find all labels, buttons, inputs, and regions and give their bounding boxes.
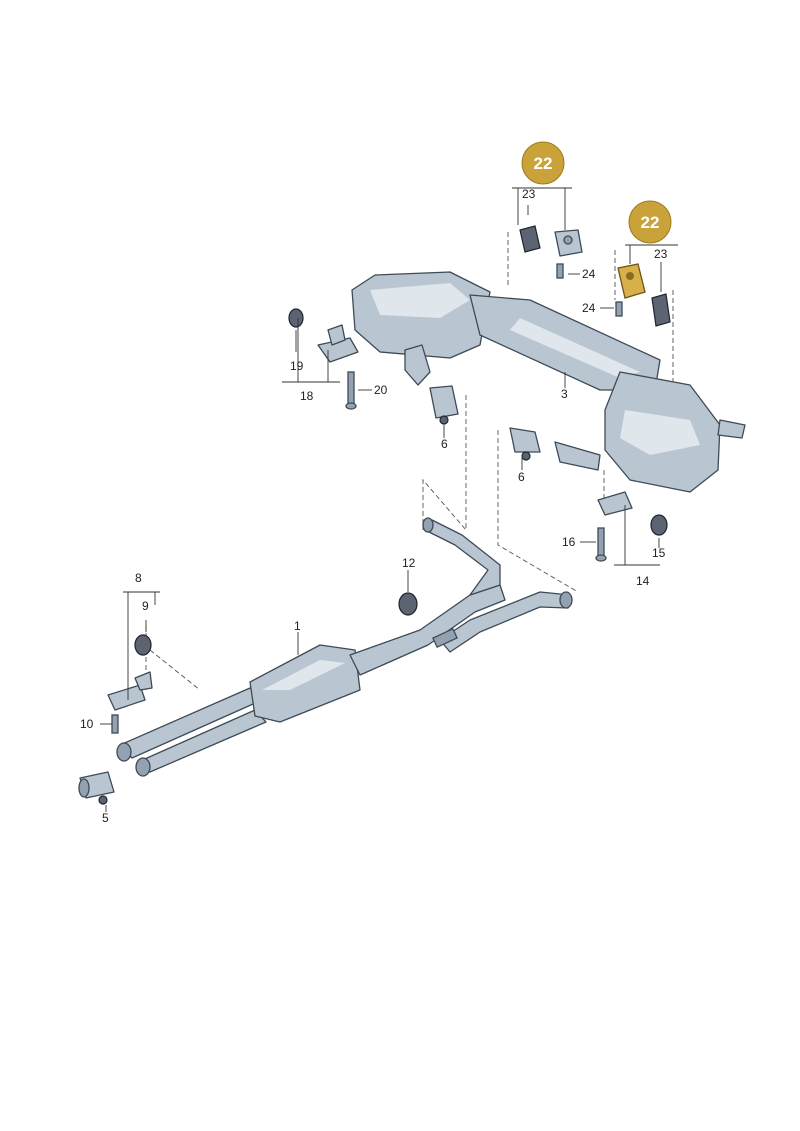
label-6-left: 6 bbox=[441, 437, 448, 451]
label-9: 9 bbox=[142, 599, 149, 613]
label-19: 19 bbox=[290, 359, 304, 373]
mount-rubber-23-left bbox=[519, 225, 541, 253]
label-20: 20 bbox=[374, 383, 388, 397]
assembly-guides bbox=[145, 232, 674, 691]
mount-rubber-23-right bbox=[651, 293, 671, 327]
label-16: 16 bbox=[562, 535, 576, 549]
label-6-right: 6 bbox=[518, 470, 525, 484]
label-1: 1 bbox=[294, 619, 301, 633]
bolt-16 bbox=[595, 527, 607, 562]
badge-22-right: 22 bbox=[628, 200, 672, 244]
label-12: 12 bbox=[402, 556, 416, 570]
label-23-left: 23 bbox=[522, 187, 536, 201]
badge-22-top: 22 bbox=[521, 141, 565, 185]
mount-rubber-9 bbox=[134, 634, 152, 656]
mount-rubber-15 bbox=[650, 514, 668, 536]
bracket-14 bbox=[597, 491, 633, 516]
label-5: 5 bbox=[102, 811, 109, 825]
bolt-24-left bbox=[556, 263, 564, 279]
bolt-20 bbox=[345, 371, 357, 410]
bolt-10 bbox=[111, 714, 119, 734]
label-15: 15 bbox=[652, 546, 666, 560]
hanger-bracket-highlighted bbox=[617, 263, 646, 299]
clamp-6-right bbox=[509, 427, 541, 461]
mount-rubber-19 bbox=[288, 308, 304, 328]
label-24-right: 24 bbox=[582, 301, 596, 315]
label-10: 10 bbox=[80, 717, 94, 731]
bolt-24-right bbox=[615, 301, 623, 317]
label-14: 14 bbox=[636, 574, 650, 588]
front-pipe-center-muffler bbox=[116, 517, 573, 777]
clamp-6-left bbox=[429, 385, 459, 425]
mount-rubber-12 bbox=[398, 592, 418, 616]
rear-silencer-assembly bbox=[351, 271, 746, 493]
label-18: 18 bbox=[300, 389, 314, 403]
clamp-5 bbox=[78, 771, 115, 805]
callout-labels: 1 3 5 6 6 8 9 10 12 14 15 16 18 19 20 23… bbox=[80, 187, 668, 825]
badge-22-right-text: 22 bbox=[641, 213, 660, 232]
leader-lines bbox=[100, 187, 678, 812]
label-8: 8 bbox=[135, 571, 142, 585]
bracket-8 bbox=[107, 671, 153, 711]
badge-22-top-text: 22 bbox=[534, 154, 553, 173]
label-3: 3 bbox=[561, 387, 568, 401]
bracket-18 bbox=[317, 324, 359, 363]
label-23-right: 23 bbox=[654, 247, 668, 261]
label-24-left: 24 bbox=[582, 267, 596, 281]
hanger-bracket-left bbox=[554, 229, 583, 257]
